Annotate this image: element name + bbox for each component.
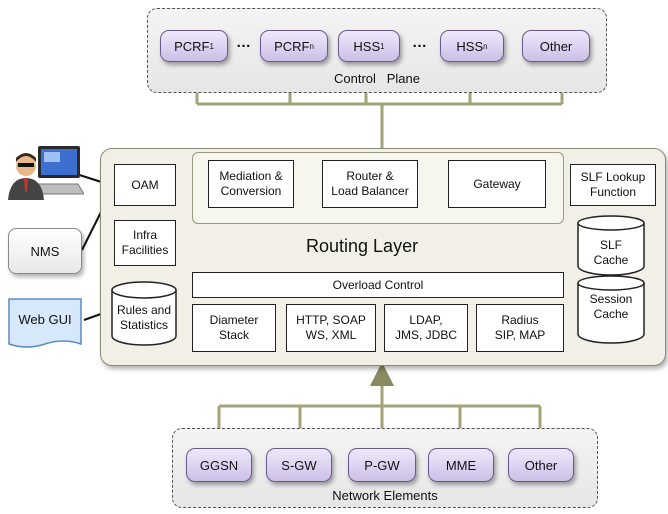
ellipsis-hss: …: [412, 34, 428, 51]
web-gui-label: Web GUI: [18, 312, 72, 327]
slf-lookup-function-box: SLF Lookup Function: [570, 164, 656, 206]
rules-statistics-label: Rules and Statistics: [116, 303, 172, 332]
diameter-stack-box: Diameter Stack: [192, 304, 276, 352]
session-cache-label: Session Cache: [589, 292, 633, 321]
operator-computer-icon: [8, 146, 84, 200]
control-plane-caption: Control Plane: [334, 71, 420, 86]
hss-1-sub: 1: [380, 41, 385, 51]
control-other-label: Other: [539, 38, 573, 54]
mediation-conversion-box: Mediation & Conversion: [208, 160, 294, 208]
ellipsis-pcrf: …: [236, 34, 252, 51]
ldap-jms-box: LDAP, JMS, JDBC: [384, 304, 468, 352]
pgw-node: P-GW: [348, 448, 416, 482]
gateway-box: Gateway: [448, 160, 546, 208]
pcrf-1-sub: 1: [209, 41, 214, 51]
ggsn-node: GGSN: [186, 448, 252, 482]
nms-label: NMS: [30, 243, 60, 259]
network-other-node: Other: [508, 448, 574, 482]
infra-facilities-box: Infra Facilities: [114, 220, 176, 266]
session-cache-cylinder: [577, 275, 645, 344]
oam-box: OAM: [114, 164, 176, 206]
rules-statistics-cylinder: [111, 281, 177, 346]
slf-cache-label: SLF Cache: [593, 238, 629, 267]
nms-box: NMS: [8, 228, 82, 274]
pcrf-n-sub: n: [309, 41, 314, 51]
hss-n-label: HSS: [456, 38, 484, 54]
web-gui-document-icon: [8, 298, 82, 348]
hss-n-sub: n: [483, 41, 488, 51]
overload-control-box: Overload Control: [192, 272, 564, 298]
sgw-node: S-GW: [266, 448, 332, 482]
radius-sip-box: Radius SIP, MAP: [476, 304, 564, 352]
http-soap-box: HTTP, SOAP WS, XML: [286, 304, 376, 352]
hss-1-label: HSS: [353, 38, 381, 54]
mme-node: MME: [428, 448, 494, 482]
pcrf-n-label: PCRF: [274, 38, 310, 54]
pcrf-1-label: PCRF: [174, 38, 210, 54]
control-other-node: Other: [522, 30, 590, 62]
network-elements-caption: Network Elements: [332, 488, 438, 503]
slf-cache-cylinder: [577, 215, 645, 276]
routing-layer-title: Routing Layer: [306, 236, 419, 256]
router-load-balancer-box: Router & Load Balancer: [322, 160, 418, 208]
